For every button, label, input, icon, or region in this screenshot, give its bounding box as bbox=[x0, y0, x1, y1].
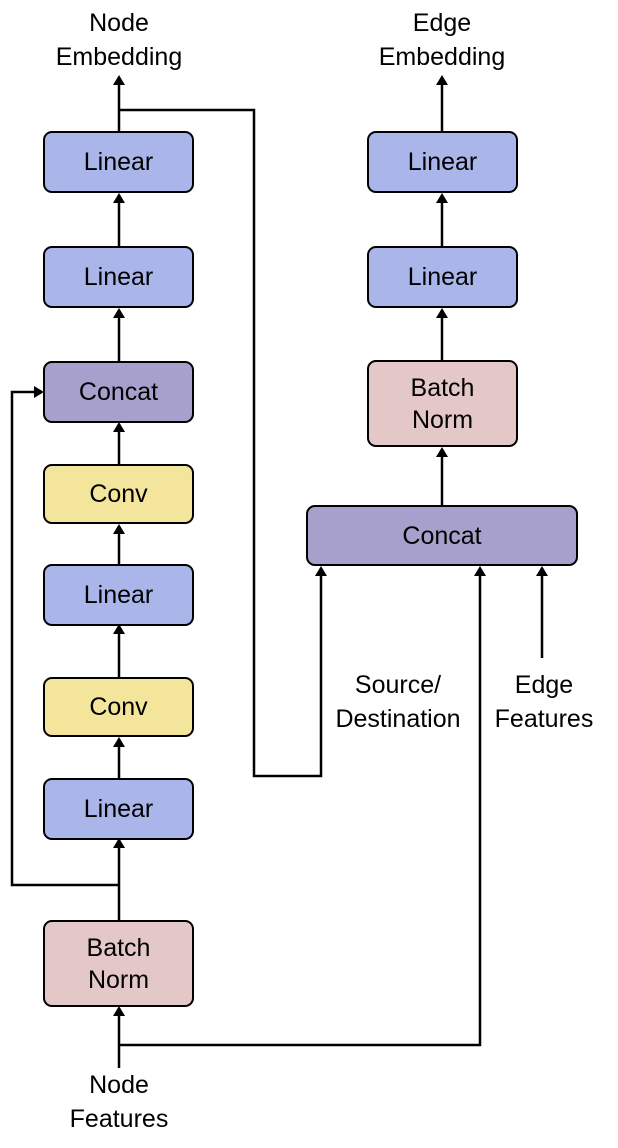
node-linear-bottom-block: Linear bbox=[43, 778, 194, 840]
node-features-label: Node Features bbox=[69, 1071, 169, 1133]
node-linear-top-block: Linear bbox=[43, 131, 194, 193]
edge-linear-second-block: Linear bbox=[367, 246, 518, 308]
source-destination-label: Source/ Destination bbox=[335, 671, 461, 733]
node-linear-second-block: Linear bbox=[43, 246, 194, 308]
node-concat-block: Concat bbox=[43, 361, 194, 423]
node-embedding-label: Node Embedding bbox=[55, 9, 183, 71]
node-features-to-edge-concat bbox=[119, 566, 486, 1047]
node-embedding-to-edge-concat bbox=[119, 108, 327, 778]
node-conv-lower-block: Conv bbox=[43, 677, 194, 737]
edge-concat-block: Concat bbox=[306, 505, 578, 566]
node-linear-middle-block: Linear bbox=[43, 564, 194, 626]
edge-embedding-label: Edge Embedding bbox=[378, 9, 506, 71]
edge-linear-top-block: Linear bbox=[367, 131, 518, 193]
skip-connection-to-node-concat bbox=[10, 386, 119, 887]
node-conv-upper-block: Conv bbox=[43, 464, 194, 524]
node-batch-norm-block: Batch Norm bbox=[43, 920, 194, 1007]
edge-features-label: Edge Features bbox=[494, 671, 594, 733]
edge-batch-norm-block: Batch Norm bbox=[367, 360, 518, 447]
